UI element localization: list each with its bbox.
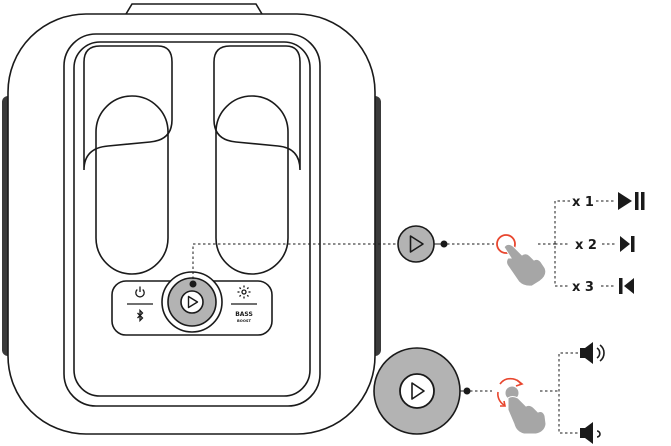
press-play-icon <box>409 235 424 253</box>
press-button-zoom[interactable] <box>397 225 435 263</box>
speaker-top-handle <box>125 3 263 15</box>
volume-down-icon <box>580 422 601 444</box>
rotate-leader <box>460 387 492 395</box>
speaker-body <box>7 13 376 435</box>
right-recess <box>213 45 301 171</box>
press-count-2: x 2 <box>575 238 597 253</box>
bluetooth-icon[interactable] <box>137 308 144 323</box>
press-leader <box>434 240 494 248</box>
speaker <box>2 3 381 435</box>
tap-hand-icon <box>496 234 547 287</box>
front-panel-outer <box>63 33 321 407</box>
left-recess <box>83 45 173 171</box>
speaker-play-knob[interactable] <box>161 271 223 333</box>
light-icon[interactable] <box>237 285 251 299</box>
press-branch-connector <box>538 200 570 287</box>
left-port <box>95 95 169 275</box>
rotate-branch-connector <box>540 352 578 434</box>
power-icon[interactable] <box>135 286 145 298</box>
next-track-icon <box>620 236 635 252</box>
rotate-play-icon <box>411 382 425 400</box>
control-panel-icons <box>127 285 257 323</box>
knob-callout <box>189 243 398 288</box>
press-action-x2: x 2 <box>575 236 635 253</box>
press-count-1: x 1 <box>572 195 594 210</box>
previous-track-icon <box>619 278 634 294</box>
press-action-x3: x 3 <box>572 278 634 295</box>
tap-ring <box>496 234 516 254</box>
play-pause-icon <box>618 192 645 210</box>
rotate-arrow-bottom <box>497 391 505 406</box>
bass-boost-label[interactable]: BASS <box>235 311 253 318</box>
press-count-3: x 3 <box>572 280 594 295</box>
right-port <box>215 95 289 275</box>
knob-play-icon <box>187 295 199 309</box>
rotate-knob-zoom[interactable] <box>373 347 461 435</box>
press-action-x1: x 1 <box>572 192 645 210</box>
volume-up-icon <box>580 342 605 364</box>
rotate-hand-icon <box>497 377 547 435</box>
bass-boost-label-sub: BOOST <box>237 319 251 323</box>
front-panel-inner <box>73 41 311 397</box>
